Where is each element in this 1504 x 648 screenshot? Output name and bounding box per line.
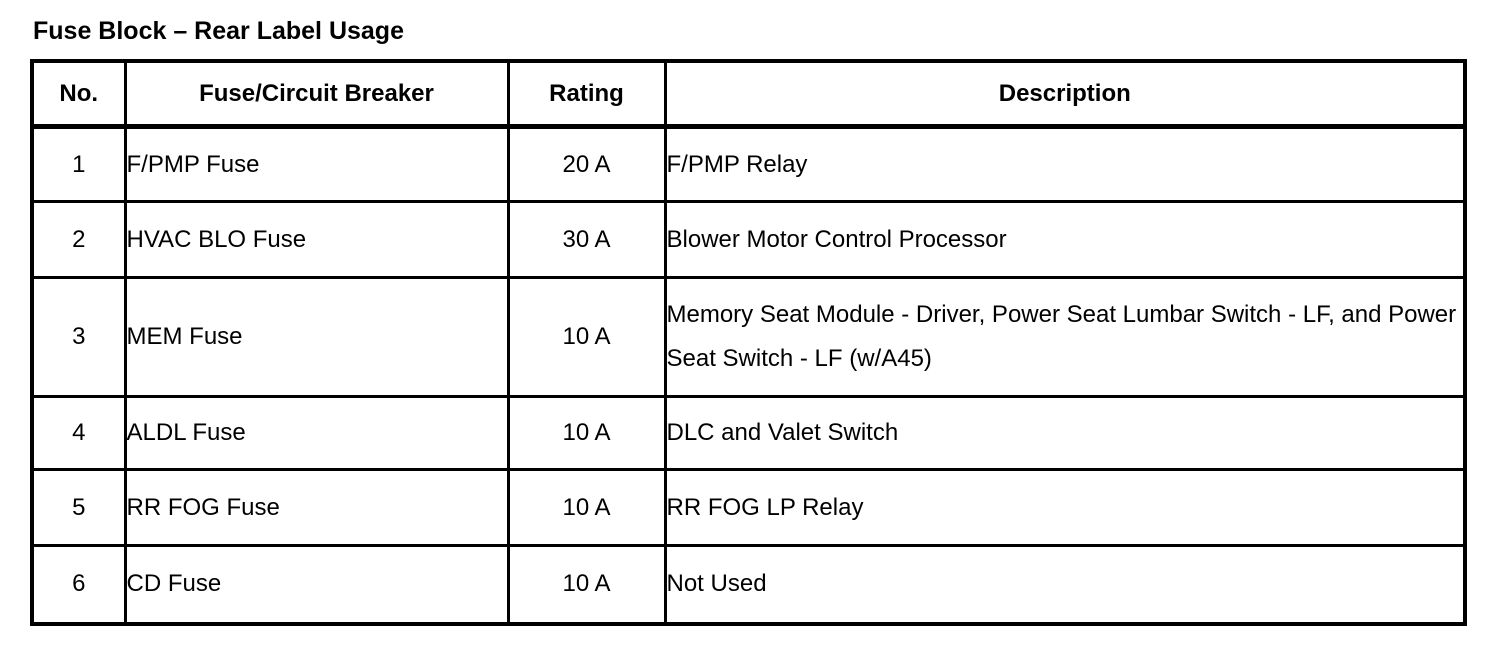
fuse-block-table: No. Fuse/Circuit Breaker Rating Descript… [30,59,1467,626]
cell-description: Not Used [663,544,1467,625]
cell-rating: 20 A [506,125,667,203]
table-row: 1 F/PMP Fuse 20 A F/PMP Relay [30,125,1467,203]
cell-no: 4 [30,395,127,471]
table-header-row: No. Fuse/Circuit Breaker Rating Descript… [30,59,1467,129]
cell-fuse: HVAC BLO Fuse [123,200,510,279]
cell-fuse: CD Fuse [123,544,510,625]
column-header-rating: Rating [506,59,667,129]
cell-no: 1 [30,125,127,203]
cell-description: Blower Motor Control Processor [663,200,1467,279]
column-header-fuse: Fuse/Circuit Breaker [123,59,510,129]
table-row: 6 CD Fuse 10 A Not Used [30,544,1467,625]
table-row: 4 ALDL Fuse 10 A DLC and Valet Switch [30,395,1467,471]
column-header-description: Description [663,59,1467,129]
cell-no: 2 [30,200,127,279]
table-row: 5 RR FOG Fuse 10 A RR FOG LP Relay [30,468,1467,547]
column-header-no: No. [30,59,127,129]
cell-fuse: ALDL Fuse [123,395,510,471]
cell-rating: 10 A [506,544,667,625]
cell-rating: 10 A [506,395,667,471]
table-row: 3 MEM Fuse 10 A Memory Seat Module - Dri… [30,276,1467,398]
cell-fuse: F/PMP Fuse [123,125,510,203]
table-row: 2 HVAC BLO Fuse 30 A Blower Motor Contro… [30,200,1467,279]
cell-no: 3 [30,276,127,398]
cell-rating: 10 A [506,276,667,398]
page-title: Fuse Block – Rear Label Usage [33,17,404,45]
cell-no: 6 [30,544,127,625]
cell-description: F/PMP Relay [663,125,1467,203]
cell-fuse: MEM Fuse [123,276,510,398]
cell-description: RR FOG LP Relay [663,468,1467,547]
cell-description: Memory Seat Module - Driver, Power Seat … [663,276,1467,398]
cell-rating: 10 A [506,468,667,547]
cell-no: 5 [30,468,127,547]
cell-fuse: RR FOG Fuse [123,468,510,547]
cell-description: DLC and Valet Switch [663,395,1467,471]
cell-rating: 30 A [506,200,667,279]
